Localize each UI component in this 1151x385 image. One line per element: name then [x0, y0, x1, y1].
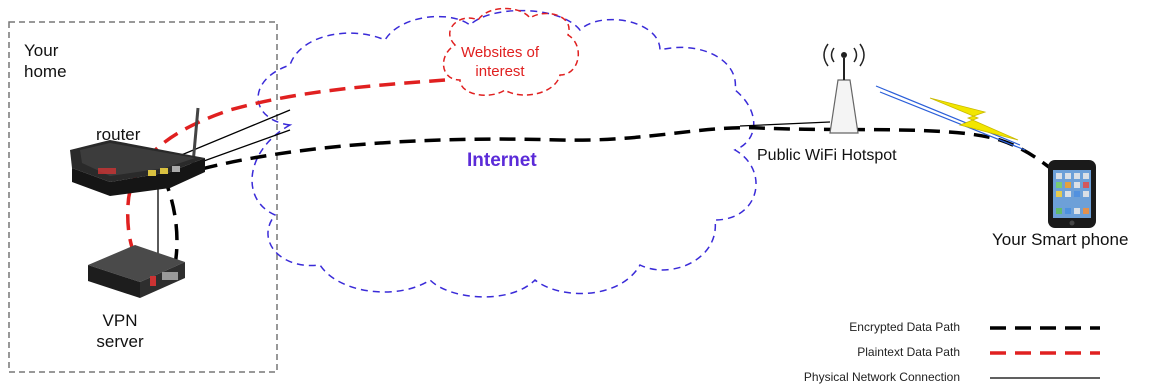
lightning-icon: [875, 85, 1026, 151]
internet-cloud: [251, 9, 757, 298]
vpn-label-line2: server: [96, 332, 144, 351]
smartphone-icon: [1048, 160, 1096, 228]
router-label: router: [96, 125, 141, 144]
home-title-line2: home: [24, 62, 67, 81]
legend-swatches: [990, 326, 1100, 379]
home-boundary: [8, 21, 278, 373]
plaintext-path: [125, 78, 446, 277]
home-title-line1: Your: [24, 41, 59, 60]
encrypted-path: [162, 125, 1061, 266]
websites-label-line1: Websites of: [460, 44, 540, 61]
internet-label: Internet: [467, 150, 537, 171]
websites-label: Websites of interest: [440, 43, 560, 81]
home-title: Your home: [24, 40, 67, 82]
websites-label-line2: interest: [475, 63, 525, 80]
vpn-label-line1: VPN: [102, 311, 138, 330]
websites-cloud: [442, 7, 579, 96]
legend-physical-label: Physical Network Connection: [803, 370, 960, 384]
wifi-hotspot-icon: [823, 43, 865, 134]
vpn-server-icon: [88, 245, 185, 298]
legend-encrypted-label: Encrypted Data Path: [849, 320, 960, 334]
smartphone-label: Your Smart phone: [992, 230, 1129, 249]
hotspot-label: Public WiFi Hotspot: [757, 147, 897, 164]
vpn-server-label: VPN server: [70, 310, 170, 352]
router-icon: [70, 107, 205, 196]
legend-plaintext-label: Plaintext Data Path: [857, 345, 960, 359]
